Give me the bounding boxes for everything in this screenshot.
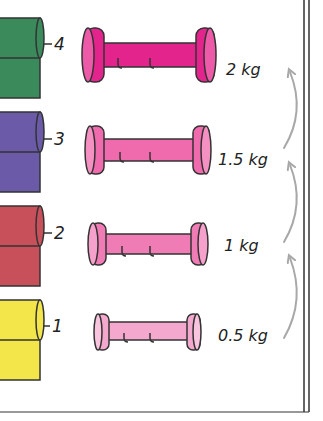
tick-lines <box>44 44 52 326</box>
weight-label: 2 kg <box>226 62 261 78</box>
dumbbell <box>88 223 208 265</box>
dumbbell <box>85 126 211 174</box>
frame-line <box>0 412 309 413</box>
frame-line <box>308 0 310 412</box>
frame-line <box>303 0 305 412</box>
dumbbell <box>82 28 216 82</box>
colour-blocks <box>0 18 44 380</box>
callout-number: 4 <box>54 36 65 53</box>
callout-number: 1 <box>52 318 63 335</box>
weight-label: 1.5 kg <box>218 152 268 168</box>
dumbbell <box>94 314 201 350</box>
up-arrows <box>284 72 297 338</box>
callout-number: 3 <box>54 131 65 148</box>
callout-number: 2 <box>54 225 65 242</box>
weight-label: 1 kg <box>224 238 259 254</box>
weight-label: 0.5 kg <box>218 328 268 344</box>
